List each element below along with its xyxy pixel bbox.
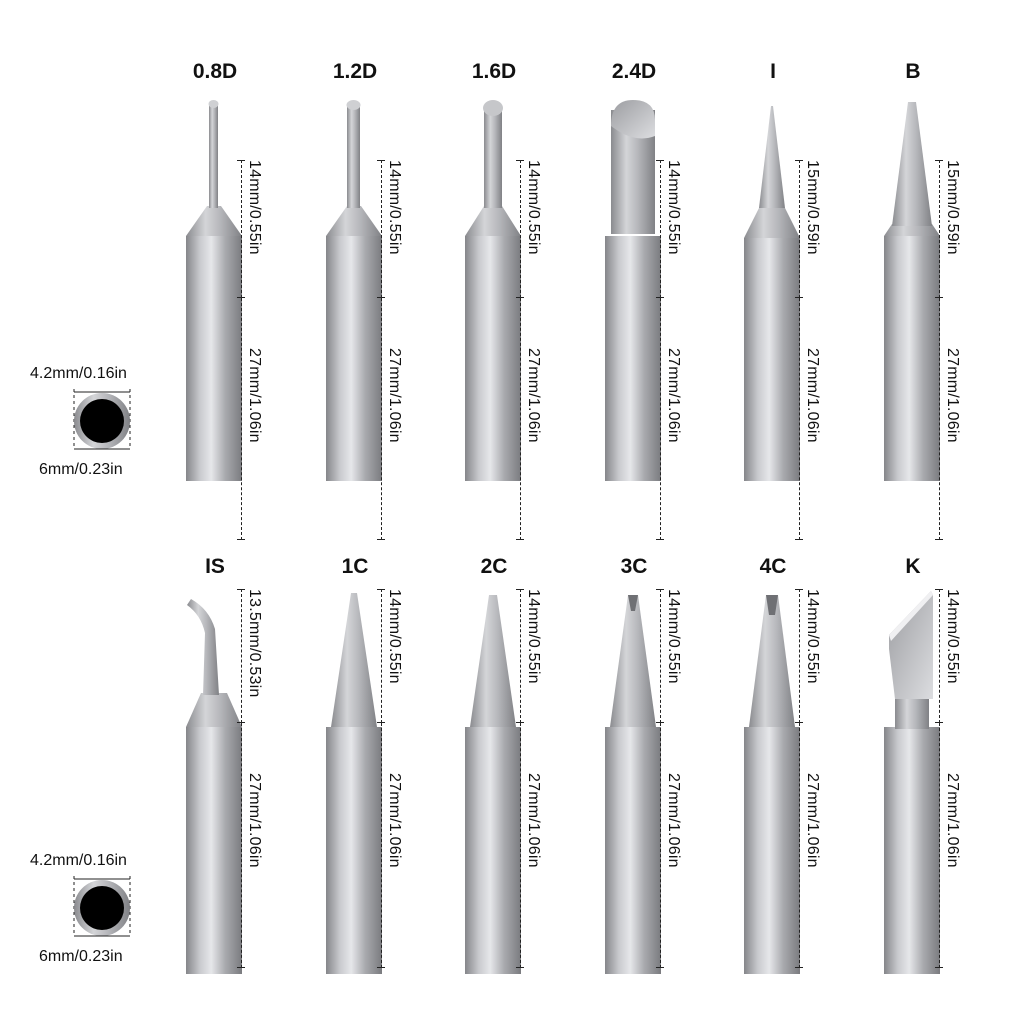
tip-1.6d: 1.6D 14mm/0.55in 27mm/1.06in <box>456 60 596 540</box>
tip-length-dimension: 14mm/0.55in <box>656 160 682 298</box>
tip-length-dimension: 14mm/0.55in <box>795 589 821 723</box>
tip-length-dimension: 14mm/0.55in <box>237 160 263 298</box>
tip-bore-diagram <box>73 389 131 450</box>
inner-diameter-label: 4.2mm/0.16in <box>30 852 127 869</box>
tip-k: K 14mm/0.55in 27mm/1.06in <box>875 555 1015 985</box>
tip-label: 1.2D <box>332 60 378 83</box>
tip-label: 3C <box>620 555 648 578</box>
tip-2.4d: 2.4D 14mm/0.55in 27mm/1.06in <box>596 60 736 540</box>
tip-is: IS 13.5mm/0.53in 27mm/1.06in <box>177 555 317 985</box>
tip-length-dimension: 14mm/0.55in <box>935 589 961 723</box>
tip-length-dimension: 15mm/0.59in <box>935 160 961 298</box>
tip-label: 2C <box>480 555 508 578</box>
tip-label: I <box>770 60 776 83</box>
shank-length-dimension: 27mm/1.06in <box>935 298 961 540</box>
shank-length-dimension: 27mm/1.06in <box>795 723 821 968</box>
outer-diameter-label: 6mm/0.23in <box>39 461 123 478</box>
tip-label: 1C <box>341 555 369 578</box>
outer-diameter-label: 6mm/0.23in <box>39 948 123 965</box>
soldering-tip-image <box>465 100 521 481</box>
shank-length-dimension: 27mm/1.06in <box>237 723 263 968</box>
tip-bore-diagram <box>73 876 131 937</box>
shank-length-dimension: 27mm/1.06in <box>656 723 682 968</box>
soldering-tip-image <box>326 593 382 974</box>
tip-4c: 4C 14mm/0.55in 27mm/1.06in <box>735 555 875 985</box>
soldering-tip-image <box>186 599 242 974</box>
tip-length-dimension: 14mm/0.55in <box>656 589 682 723</box>
top-row: 4.2mm/0.16in 6mm/0.23in 0.8D 14mm/0.55in… <box>0 0 1024 540</box>
tip-0.8d: 0.8D 14mm/0.55in 27mm/1.06in <box>177 60 317 540</box>
bottom-row: 4.2mm/0.16in 6mm/0.23in IS 13.5mm/0.53in… <box>0 500 1024 1024</box>
tip-3c: 3C 14mm/0.55in 27mm/1.06in <box>596 555 736 985</box>
shank-length-dimension: 27mm/1.06in <box>516 298 542 540</box>
soldering-tip-image <box>186 100 242 481</box>
shank-length-dimension: 27mm/1.06in <box>935 723 961 968</box>
tip-length-dimension: 14mm/0.55in <box>516 160 542 298</box>
tip-length-dimension: 14mm/0.55in <box>377 160 403 298</box>
soldering-tip-image <box>605 100 661 481</box>
tip-label: 1.6D <box>471 60 517 83</box>
tip-1c: 1C 14mm/0.55in 27mm/1.06in <box>317 555 457 985</box>
shank-length-dimension: 27mm/1.06in <box>795 298 821 540</box>
soldering-tip-image <box>884 102 940 481</box>
shank-length-dimension: 27mm/1.06in <box>516 723 542 968</box>
shank-length-dimension: 27mm/1.06in <box>237 298 263 540</box>
tip-label: B <box>905 60 921 83</box>
shank-length-dimension: 27mm/1.06in <box>656 298 682 540</box>
tip-length-dimension: 14mm/0.55in <box>377 589 403 723</box>
cross-section-top: 4.2mm/0.16in 6mm/0.23in <box>30 365 170 485</box>
tip-b: B 15mm/0.59in 27mm/1.06in <box>875 60 1015 540</box>
soldering-tip-image <box>326 100 382 481</box>
shank-length-dimension: 27mm/1.06in <box>377 723 403 968</box>
soldering-tip-image <box>744 595 800 974</box>
tip-i: I 15mm/0.59in 27mm/1.06in <box>735 60 875 540</box>
tip-2c: 2C 14mm/0.55in 27mm/1.06in <box>456 555 596 985</box>
soldering-tip-image <box>465 595 521 974</box>
tip-length-dimension: 15mm/0.59in <box>795 160 821 298</box>
tip-1.2d: 1.2D 14mm/0.55in 27mm/1.06in <box>317 60 457 540</box>
tip-label: 0.8D <box>192 60 238 83</box>
tip-label: 4C <box>759 555 787 578</box>
soldering-tip-image <box>884 591 940 974</box>
tip-label: K <box>905 555 921 578</box>
shank-length-dimension: 27mm/1.06in <box>377 298 403 540</box>
inner-diameter-label: 4.2mm/0.16in <box>30 365 127 382</box>
tip-label: IS <box>205 555 225 578</box>
tip-length-dimension: 13.5mm/0.53in <box>237 589 263 723</box>
tip-length-dimension: 14mm/0.55in <box>516 589 542 723</box>
tip-label: 2.4D <box>611 60 657 83</box>
soldering-tip-image <box>605 595 661 974</box>
soldering-tip-image <box>744 106 800 481</box>
cross-section-bottom: 4.2mm/0.16in 6mm/0.23in <box>30 852 170 972</box>
